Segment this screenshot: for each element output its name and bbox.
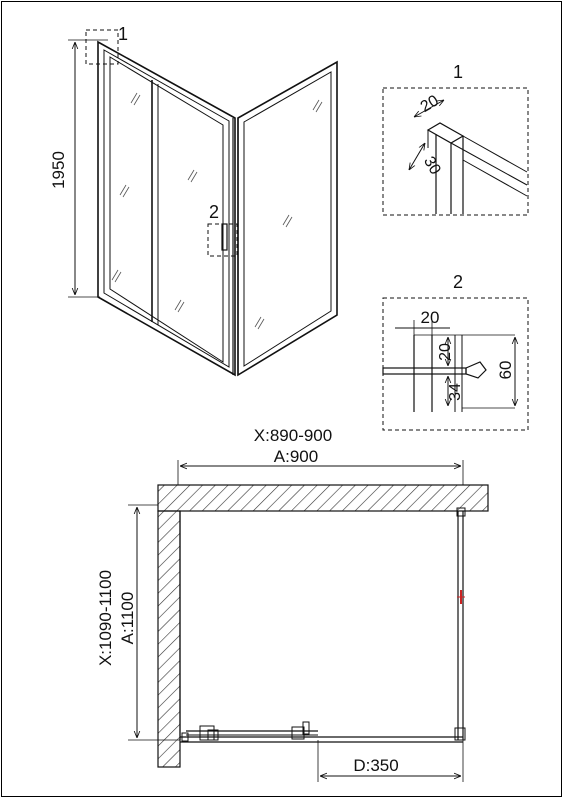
side-panel [237, 60, 338, 377]
plan-x-depth: X:1090-1100 [96, 570, 115, 666]
detail-2-dim-total: 60 [496, 361, 515, 380]
detail-1-dim-b: 30 [420, 154, 444, 178]
height-label: 1950 [49, 151, 68, 189]
detail-2-dim-upper: 20 [437, 343, 454, 361]
detail-2-title: 2 [453, 272, 463, 292]
callout-1: 1 [85, 24, 128, 65]
detail-1-dim-a: 20 [418, 92, 442, 116]
height-dimension: 1950 [49, 39, 108, 298]
glass-reflection [111, 92, 198, 313]
detail-2-dim-width: 20 [421, 308, 440, 327]
detail-2: 2 20 20 34 60 [382, 272, 529, 431]
front-panel [97, 40, 236, 377]
callout-2-label: 2 [209, 202, 219, 222]
plan-x-width: X:890-900 [254, 426, 332, 445]
right-panel-profile [454, 507, 466, 741]
detail-1-title: 1 [453, 62, 463, 82]
iso-view: 1950 [49, 24, 338, 377]
wall-top [157, 484, 489, 512]
callout-2: 2 [207, 202, 238, 257]
plan-d-opening: D:350 [353, 756, 398, 775]
plan-a-depth: A:1100 [118, 592, 137, 645]
plan-view: X:890-900 A:900 X:1090-1100 A:1100 [96, 426, 489, 782]
detail-1: 1 20 30 [382, 62, 529, 216]
callout-1-label: 1 [118, 24, 128, 44]
detail-2-dim-lower: 34 [447, 383, 464, 401]
wall-left [157, 510, 181, 768]
plan-a-width: A:900 [274, 447, 318, 466]
front-door-profile [180, 721, 463, 743]
